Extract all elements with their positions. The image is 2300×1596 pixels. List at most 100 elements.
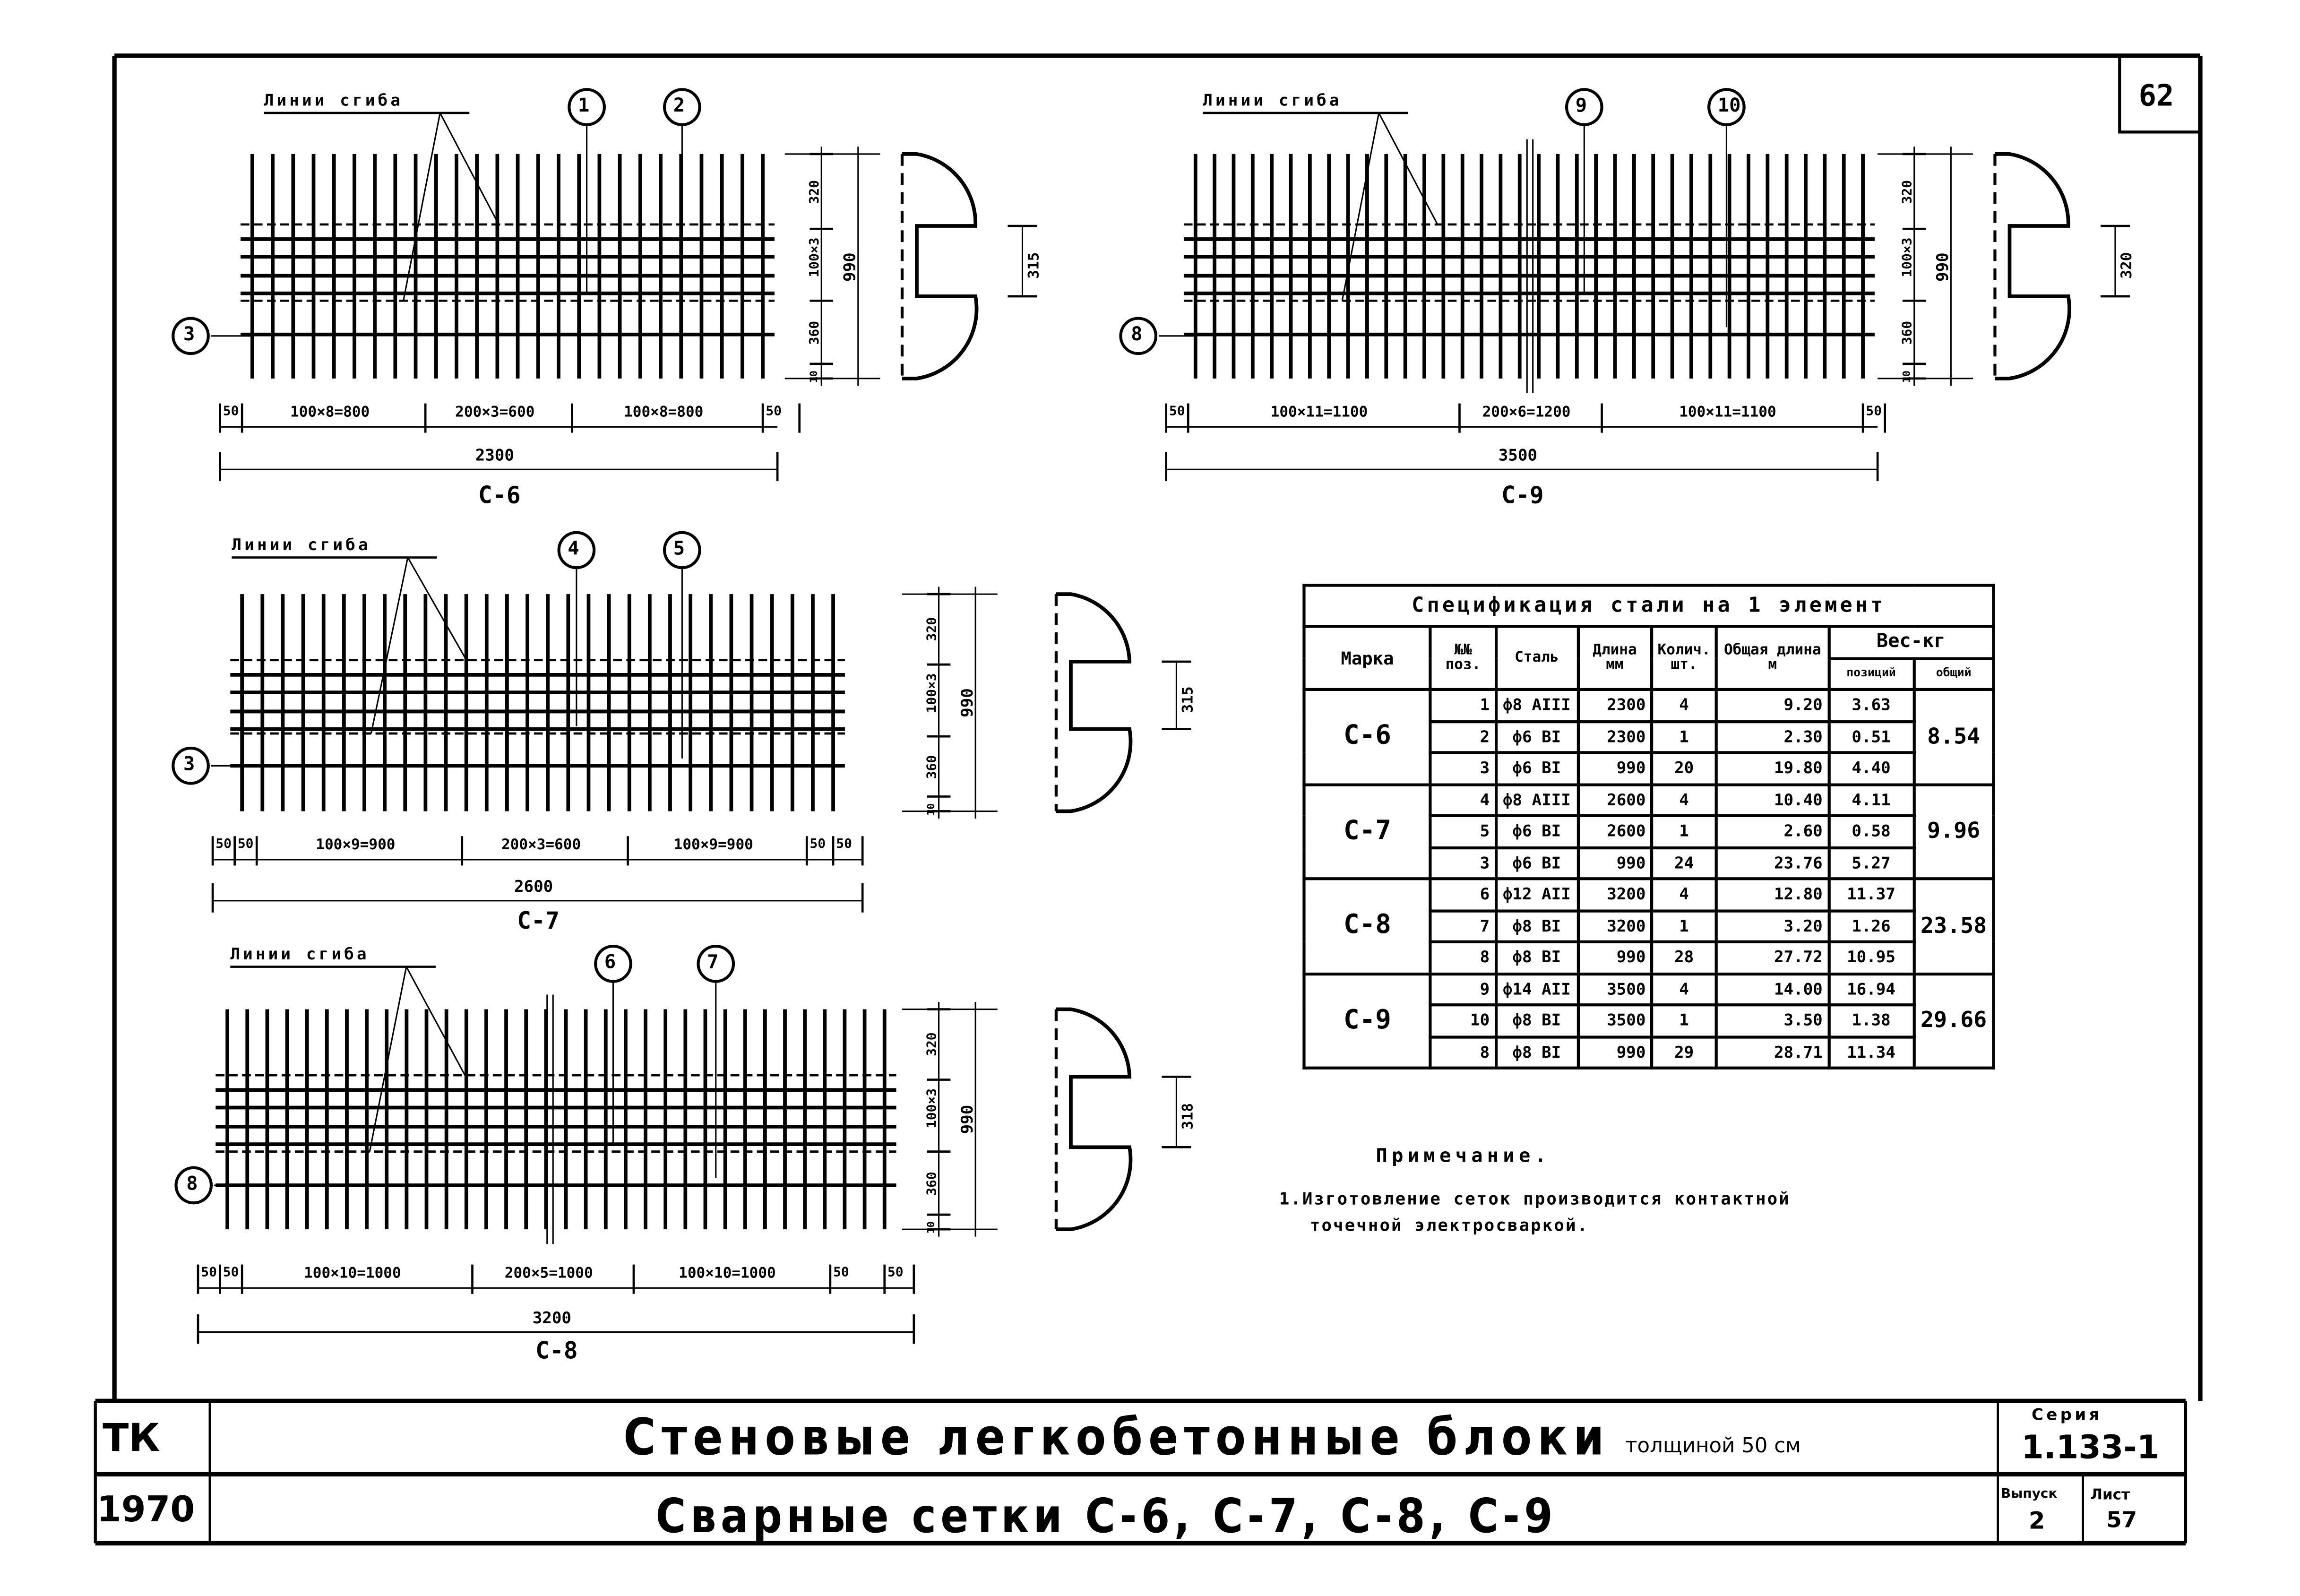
- position-cell: 3: [1429, 845, 1497, 880]
- total-length-cell: 12.80: [1715, 877, 1830, 912]
- position-number: 3: [183, 754, 195, 776]
- total-length: 2600: [514, 877, 553, 897]
- position-cell: 4: [1429, 783, 1497, 817]
- height-dimension: 990: [1933, 251, 1953, 281]
- quantity-cell: 1: [1650, 814, 1718, 849]
- weight-position-cell: 11.34: [1827, 1035, 1916, 1070]
- note-text-1: 1.Изготовление сеток производится контак…: [1279, 1188, 1791, 1209]
- vertical-dimension-label: 320: [1901, 179, 1916, 203]
- section-dimension: 320: [2119, 252, 2136, 279]
- quantity-cell: 4: [1650, 877, 1718, 912]
- dimension-label: 50: [223, 405, 239, 420]
- position-number: 3: [183, 324, 195, 346]
- total-length-cell: 19.80: [1715, 751, 1830, 786]
- steel-cell: ф12 AII: [1494, 877, 1580, 912]
- vertical-dimension-label: 10: [1901, 370, 1913, 383]
- steel-cell: ф6 BI: [1494, 719, 1580, 754]
- position-cell: 1: [1429, 688, 1497, 723]
- position-number: 2: [673, 95, 685, 118]
- dimension-label: 100×11=1100: [1270, 405, 1368, 421]
- weight-position-cell: 0.51: [1827, 719, 1916, 754]
- steel-spec-table: Спецификация стали на 1 элемент Марка №№…: [1302, 584, 1995, 1070]
- position-callout: [557, 531, 596, 569]
- bend-line-label: Линии сгиба: [264, 91, 404, 110]
- position-cell: 7: [1429, 908, 1497, 943]
- length-cell: 3200: [1576, 908, 1653, 943]
- dimension-label: 100×10=1000: [304, 1266, 401, 1282]
- note-title: Примечание.: [1376, 1146, 1551, 1168]
- position-callout: [594, 944, 632, 983]
- length-cell: 990: [1576, 751, 1653, 786]
- mesh-name: С-8: [535, 1336, 578, 1364]
- position-callout: [1707, 88, 1746, 126]
- position-number: 6: [604, 952, 616, 975]
- vertical-dimension-label: 320: [925, 1032, 940, 1056]
- dimension-label: 50: [201, 1266, 217, 1281]
- position-cell: 8: [1429, 940, 1497, 975]
- dimension-label: 50: [833, 1266, 849, 1281]
- position-cell: 5: [1429, 814, 1497, 849]
- quantity-cell: 29: [1650, 1035, 1718, 1070]
- bend-line-leader: [439, 112, 500, 225]
- mark-cell: С-9: [1302, 972, 1432, 1070]
- dimension-label: 200×5=1000: [504, 1266, 593, 1282]
- col-pos: №№ поз.: [1429, 625, 1497, 691]
- height-dimension: 990: [957, 1104, 977, 1134]
- total-length: 3200: [532, 1308, 572, 1328]
- position-callout: [568, 88, 606, 126]
- dimension-label: 50: [223, 1266, 239, 1281]
- weight-position-cell: 16.94: [1827, 972, 1916, 1007]
- steel-cell: ф8 BI: [1494, 1003, 1580, 1038]
- bend-line-leader: [405, 966, 466, 1076]
- col-qty: Колич. шт.: [1650, 625, 1718, 691]
- series-number: 1.133-1: [2021, 1430, 2160, 1467]
- mesh-name: С-7: [517, 906, 560, 935]
- dimension-label: 200×3=600: [501, 837, 581, 854]
- position-number: 4: [568, 538, 579, 561]
- total-length-cell: 27.72: [1715, 940, 1830, 975]
- length-cell: 990: [1576, 940, 1653, 975]
- vertical-dimension-label: 10: [925, 803, 938, 816]
- position-callout: [663, 531, 701, 569]
- quantity-cell: 1: [1650, 908, 1718, 943]
- dimension-label: 100×8=800: [624, 405, 704, 421]
- bend-line-label: Линии сгиба: [230, 944, 370, 964]
- vertical-dimension-label: 360: [925, 1171, 940, 1195]
- section-dimension: 318: [1180, 1103, 1197, 1130]
- title: Стеновые легкобетонные блоки: [623, 1409, 1610, 1468]
- weight-position-cell: 11.37: [1827, 877, 1916, 912]
- mesh-cross-section: [1056, 1007, 1133, 1232]
- position-callout: [1119, 317, 1158, 355]
- sheet-in-series: 57: [2106, 1506, 2137, 1533]
- mark-cell: С-6: [1302, 688, 1432, 786]
- position-number: 8: [1131, 324, 1143, 346]
- vertical-dimension-label: 360: [808, 320, 823, 344]
- length-cell: 2300: [1576, 688, 1653, 723]
- col-weight-total: общий: [1912, 656, 1995, 691]
- mesh-name: С-6: [478, 481, 521, 509]
- dimension-label: 200×3=600: [455, 405, 535, 421]
- mesh-name: С-9: [1501, 481, 1544, 509]
- bend-line-leader: [407, 557, 467, 661]
- dimension-label: 100×9=900: [673, 837, 753, 854]
- bend-line-leader: [369, 966, 407, 1152]
- quantity-cell: 1: [1650, 1003, 1718, 1038]
- total-length-cell: 3.50: [1715, 1003, 1830, 1038]
- position-callout: [174, 1166, 213, 1205]
- height-dimension: 990: [957, 688, 977, 717]
- series-label: Серия: [2032, 1405, 2102, 1424]
- length-cell: 3500: [1576, 972, 1653, 1007]
- col-weight: Вес-кг: [1827, 625, 1995, 660]
- org-code: ТК: [103, 1417, 160, 1461]
- weight-position-cell: 0.58: [1827, 814, 1916, 849]
- subtitle: Сварные сетки С-6, С-7, С-8, С-9: [655, 1488, 1558, 1544]
- year: 1970: [96, 1489, 195, 1530]
